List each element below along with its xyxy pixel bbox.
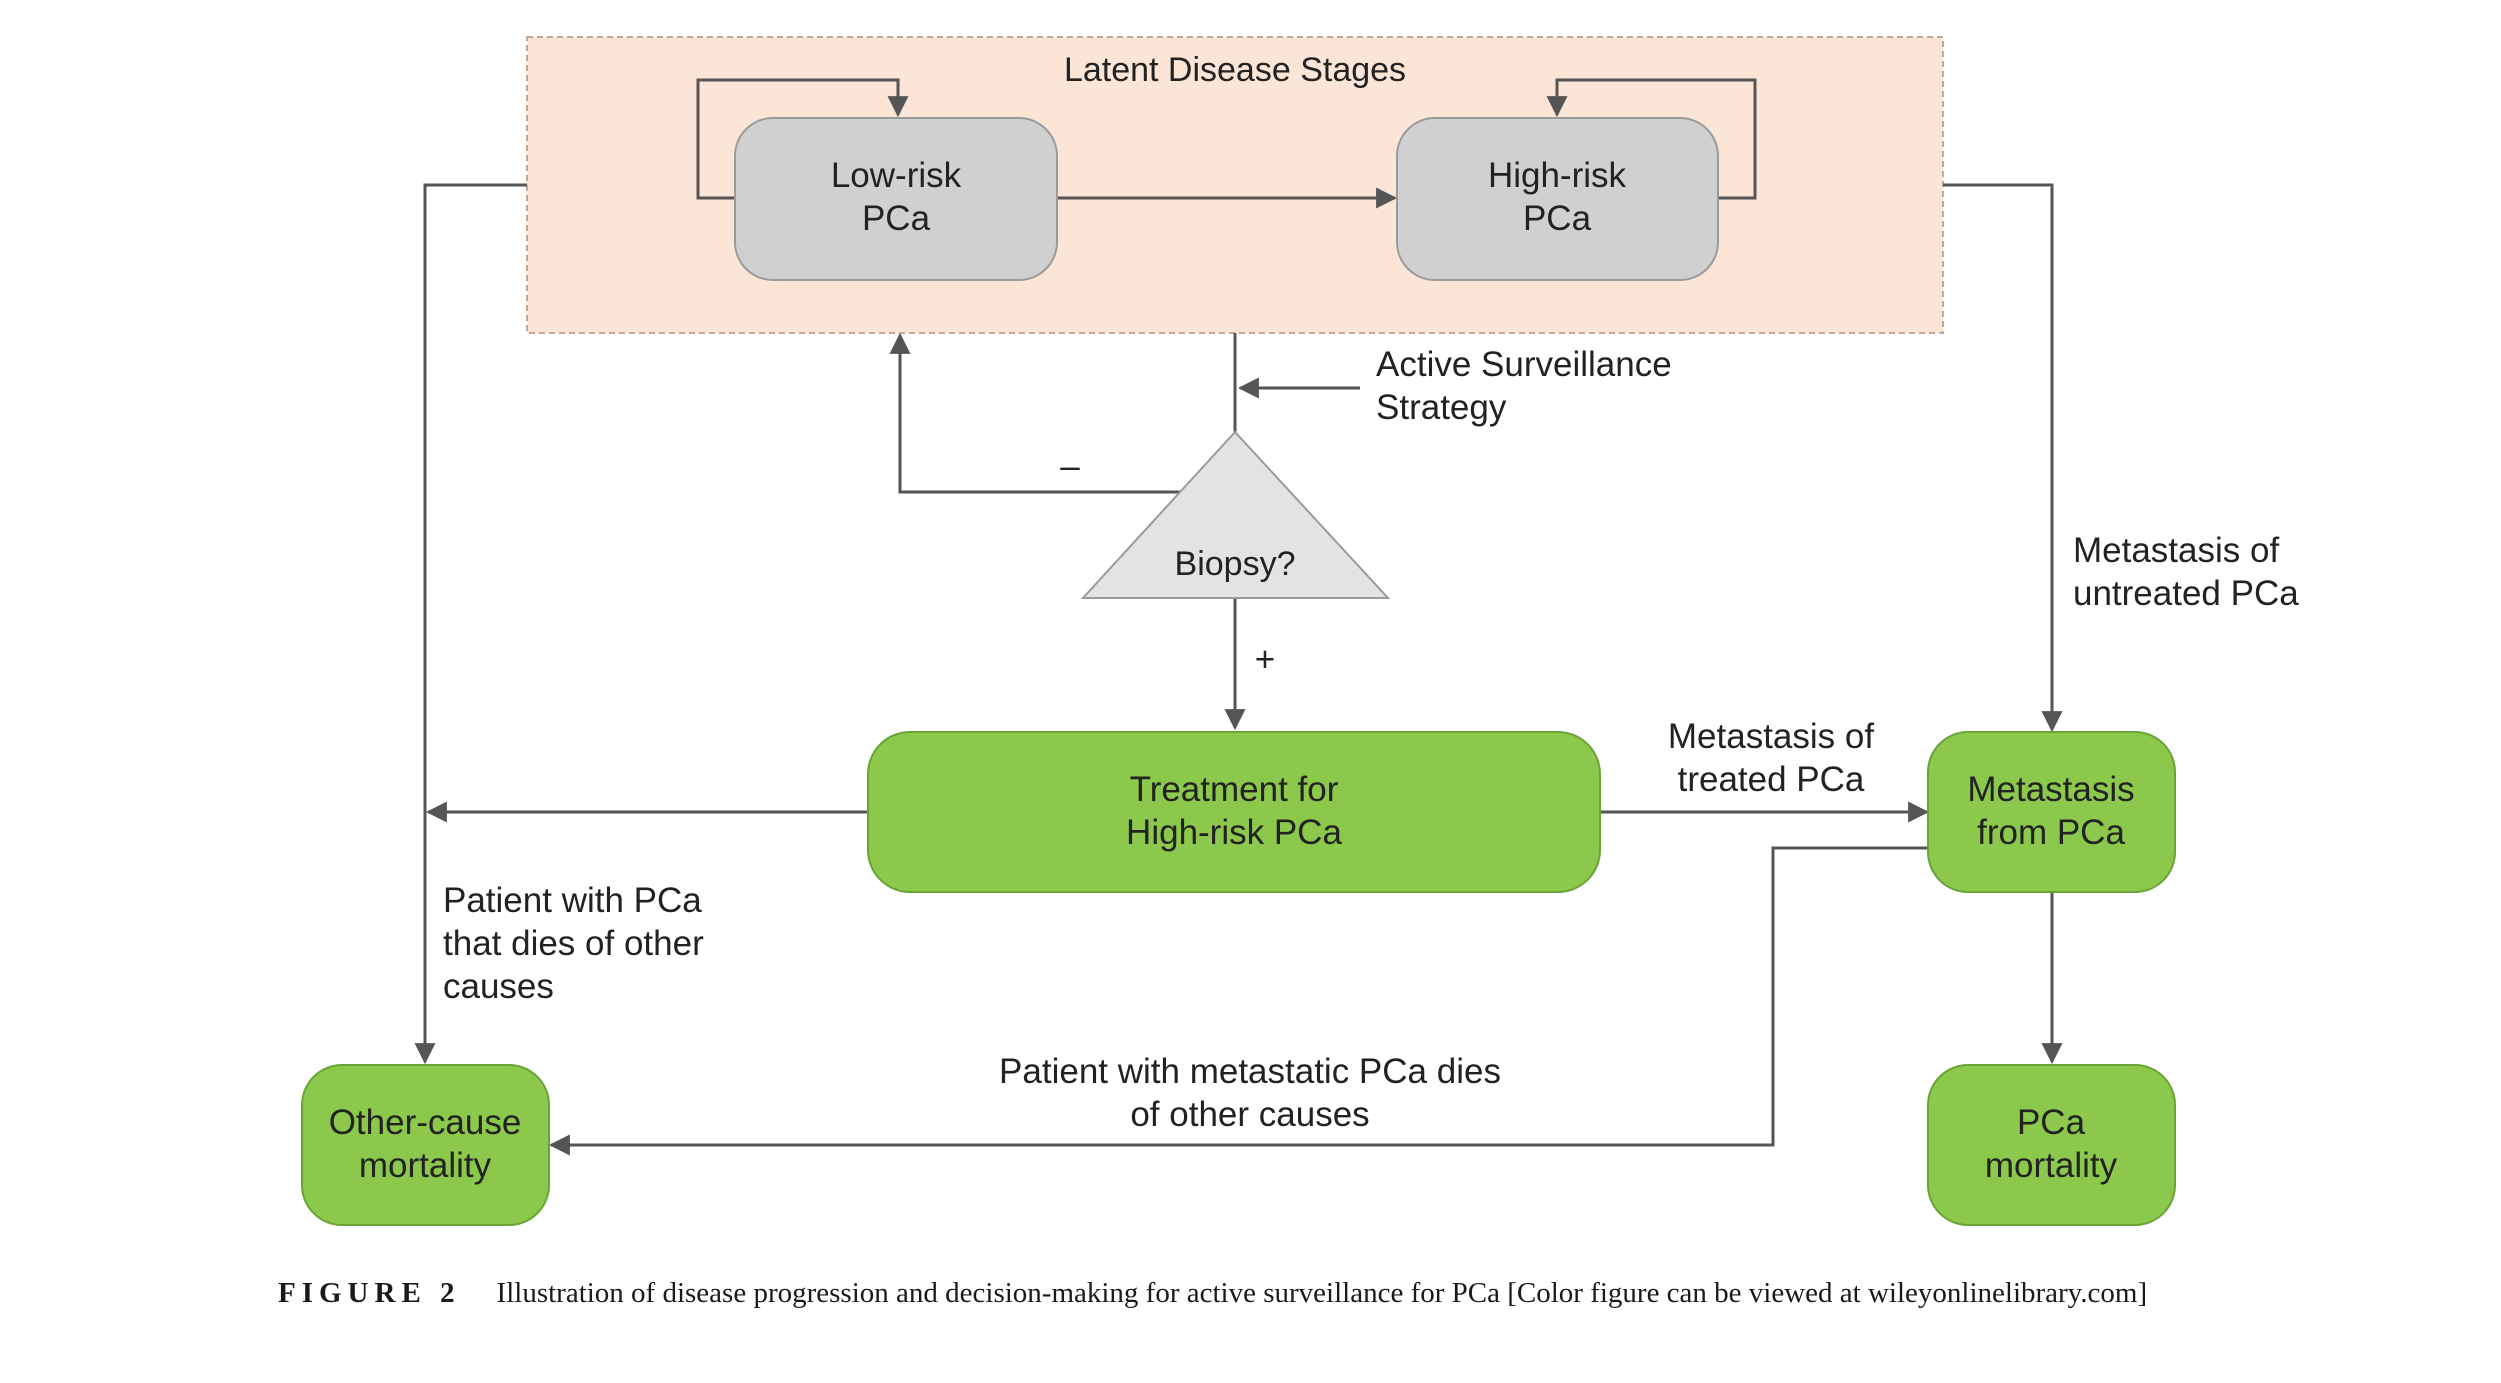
node-pca-mortality [1927, 1064, 2176, 1226]
caption-text: Illustration of disease progression and … [496, 1277, 2148, 1309]
edge-high-risk-self-loop [1546, 78, 1757, 200]
latent-stages-label: Latent Disease Stages [1064, 51, 1406, 89]
label-metastatic-dies-other-line2: of other causes [1130, 1095, 1369, 1134]
node-other-cause-line2: mortality [359, 1146, 492, 1185]
label-metastatic-dies-other-line1: Patient with metastatic PCa dies [999, 1052, 1501, 1091]
label-dies-other-causes-line1: Patient with PCa [443, 881, 702, 920]
label-metastasis-treated-line2: treated PCa [1678, 760, 1865, 799]
edge-latent-to-metastasis [1943, 183, 2063, 733]
node-pca-mortality-line1: PCa [2017, 1103, 2086, 1142]
node-metastasis-line1: Metastasis [1967, 770, 2134, 809]
node-low-risk-line2: PCa [862, 199, 931, 238]
label-biopsy-positive: + [1255, 640, 1275, 679]
node-high-risk-line1: High-risk [1488, 156, 1627, 195]
label-dies-other-causes-line2: that dies of other [443, 924, 704, 963]
node-metastasis-line2: from PCa [1977, 813, 2125, 852]
node-high-risk-line2: PCa [1523, 199, 1592, 238]
node-low-risk [734, 117, 1058, 281]
label-active-surveillance-line1: Active Surveillance [1376, 345, 1672, 384]
node-metastasis [1927, 731, 2176, 893]
label-metastasis-treated-line1: Metastasis of [1668, 717, 1874, 756]
label-dies-other-causes-line3: causes [443, 967, 554, 1006]
label-biopsy-negative: – [1060, 447, 1080, 486]
figure-label: FIGURE 2 [278, 1277, 461, 1309]
node-treatment-line1: Treatment for [1130, 770, 1339, 809]
label-active-surveillance-line2: Strategy [1376, 388, 1507, 427]
node-low-risk-line1: Low-risk [831, 156, 962, 195]
node-biopsy-label: Biopsy? [1175, 545, 1296, 583]
edge-latent-to-other-cause [414, 183, 527, 1065]
edge-metastasis-to-other-cause [548, 846, 1927, 1156]
edge-biopsy-negative [889, 332, 1180, 494]
node-biopsy [1080, 430, 1391, 599]
label-metastasis-untreated-line2: untreated PCa [2073, 574, 2299, 613]
node-treatment [867, 731, 1601, 893]
edge-low-risk-self-loop [696, 78, 909, 200]
node-pca-mortality-line2: mortality [1985, 1146, 2118, 1185]
label-metastasis-untreated-line1: Metastasis of [2073, 531, 2279, 570]
node-other-cause-mortality [301, 1064, 550, 1226]
node-high-risk [1396, 117, 1719, 281]
figure-caption: FIGURE 2 Illustration of disease progress… [278, 1272, 2258, 1314]
node-treatment-line2: High-risk PCa [1126, 813, 1342, 852]
node-other-cause-line1: Other-cause [329, 1103, 522, 1142]
